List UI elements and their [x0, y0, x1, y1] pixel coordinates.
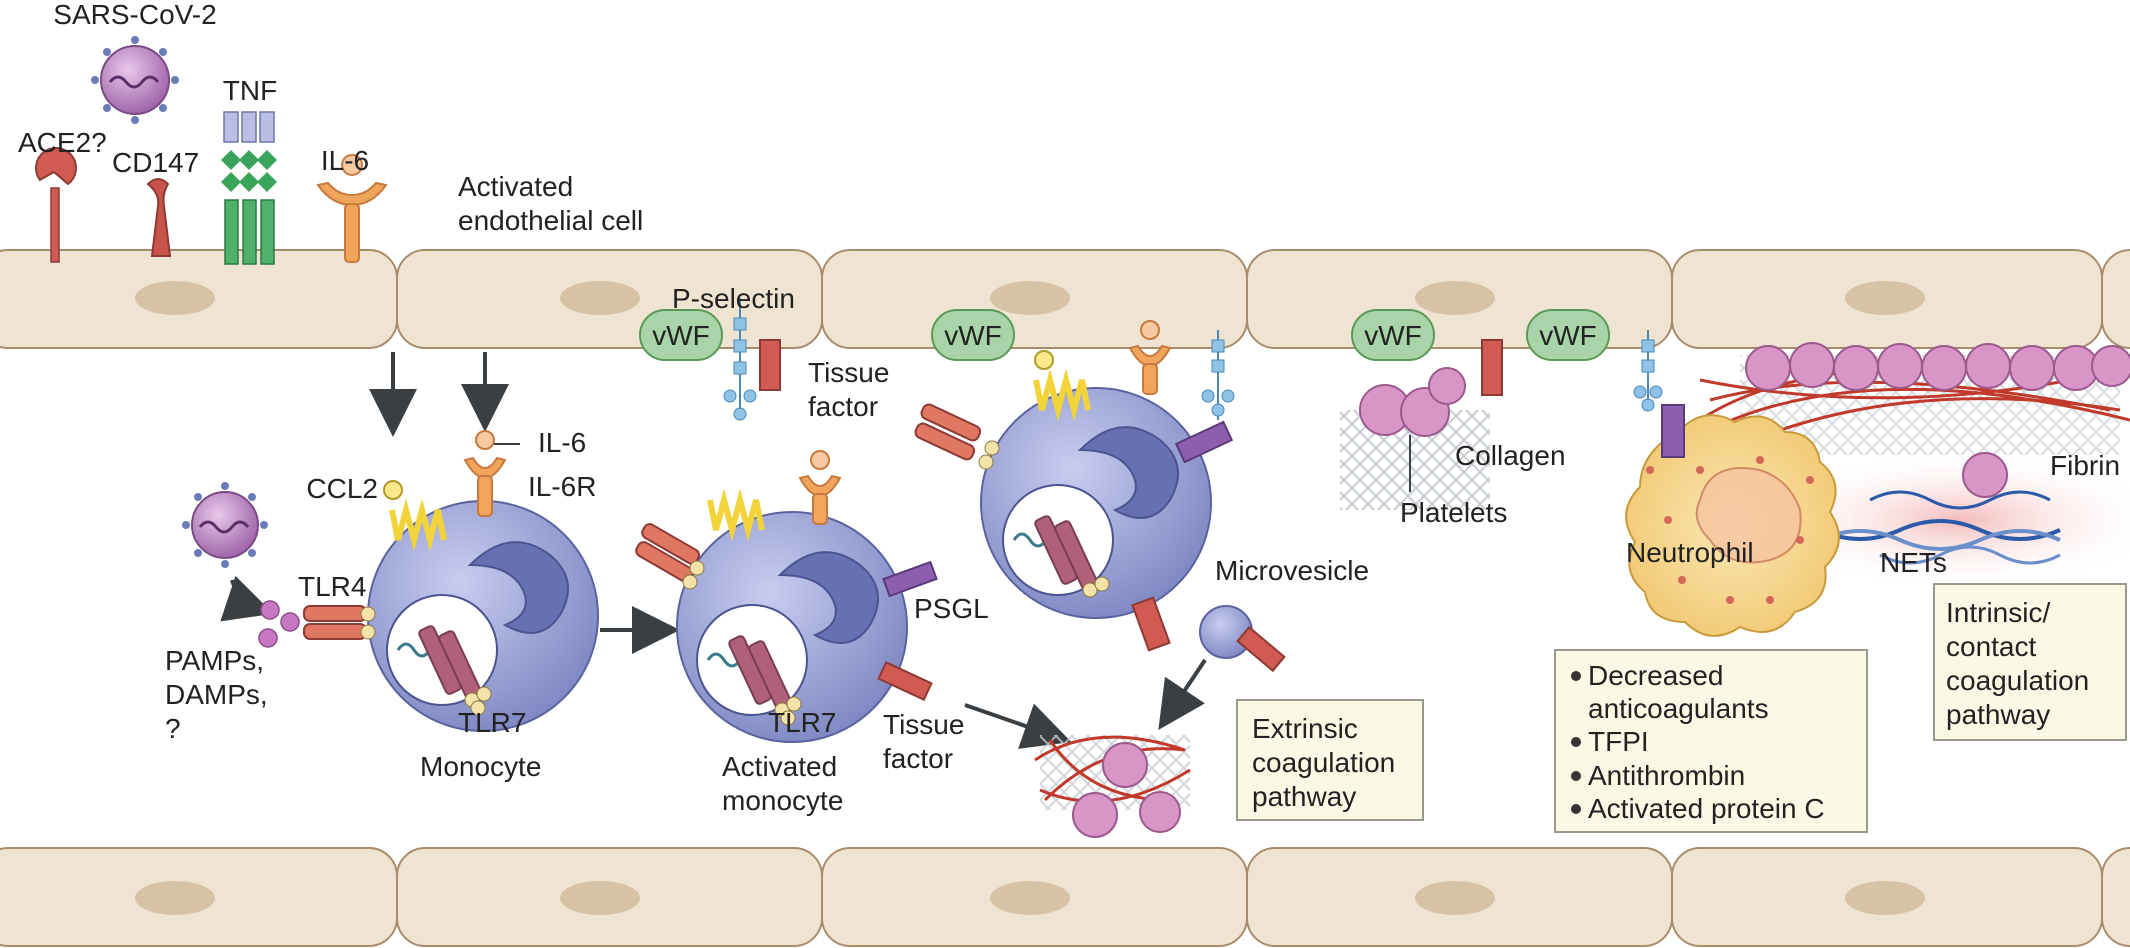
il6-receptor-icon — [316, 154, 388, 263]
vwf-label-3: vWF — [1364, 320, 1422, 351]
nets-label: NETs — [1880, 547, 1947, 578]
psgl-label: PSGL — [914, 593, 989, 624]
pamps-label-2: DAMPs, — [165, 679, 268, 710]
il6r-icon — [463, 430, 520, 517]
extrinsic-line-3: pathway — [1252, 781, 1356, 812]
virus-to-pamps-arrow — [220, 575, 274, 622]
anticoag-line-1: Decreased — [1588, 660, 1723, 691]
virus-icon-small — [182, 482, 268, 568]
microvesicle-label: Microvesicle — [1215, 555, 1369, 586]
tlr4-icon — [303, 605, 376, 640]
monocyte-cell — [367, 500, 599, 732]
endothelium-top — [0, 249, 2130, 349]
anticoag-line-3: TFPI — [1588, 726, 1649, 757]
tissue-factor-top-label-2: factor — [808, 391, 878, 422]
tlr7-label-1: TLR7 — [458, 707, 526, 738]
microvesicle-icon — [1199, 605, 1286, 673]
platelets-label: Platelets — [1400, 497, 1507, 528]
tissue-factor-bottom-label-2: factor — [883, 743, 953, 774]
tlr7-label-2: TLR7 — [768, 707, 836, 738]
anticoag-line-5: Activated protein C — [1588, 793, 1825, 824]
collagen-marker-icon — [1481, 339, 1503, 396]
extrinsic-line-1: Extrinsic — [1252, 713, 1358, 744]
activated-endothelial-label-1: Activated — [458, 171, 573, 202]
activated-monocyte-cell — [635, 450, 938, 743]
intrinsic-line-3: coagulation — [1946, 665, 2089, 696]
tlr4-label: TLR4 — [298, 571, 366, 602]
vwf-label-1: vWF — [652, 320, 710, 351]
extrinsic-pathway-box: Extrinsic coagulation pathway — [1236, 699, 1424, 821]
il6-top-label: IL-6 — [321, 145, 369, 176]
microvesicle-arrow — [1158, 658, 1207, 730]
fibrin-label: Fibrin — [2050, 450, 2120, 481]
clot-icon — [1034, 735, 1191, 838]
cd147-receptor-icon — [146, 178, 172, 257]
adherent-monocyte-cell — [914, 320, 1235, 652]
pamps-label-3: ? — [165, 713, 181, 744]
platelets-icon — [1359, 367, 1466, 437]
vwf-blob-3 — [1351, 309, 1435, 361]
vwf-blob-4 — [1526, 309, 1610, 361]
vwf-blob-1 — [639, 309, 723, 361]
tissue-factor-top-label-1: Tissue — [808, 357, 889, 388]
fibrin-platelets-icon — [1745, 342, 2130, 391]
activated-endothelial-label-2: endothelial cell — [458, 205, 643, 236]
tf-to-clot-arrow — [964, 703, 1072, 749]
intrinsic-line-4: pathway — [1946, 699, 2050, 730]
collagen-label: Collagen — [1455, 440, 1566, 471]
neutrophil-cell — [1625, 330, 1840, 637]
virus-label: SARS-CoV-2 — [53, 0, 216, 30]
activated-monocyte-label-2: monocyte — [722, 785, 843, 816]
extrinsic-line-2: coagulation — [1252, 747, 1395, 778]
vwf-label-2: vWF — [944, 320, 1002, 351]
vwf-label-4: vWF — [1539, 320, 1597, 351]
intrinsic-pathway-box: Intrinsic/ contact coagulation pathway — [1933, 583, 2127, 741]
tissue-factor-bottom-label-1: Tissue — [883, 709, 964, 740]
anticoag-line-2: anticoagulants — [1588, 693, 1769, 724]
cd147-label: CD147 — [112, 147, 199, 178]
virus-icon — [91, 36, 179, 124]
tissue-factor-icon-top — [759, 339, 781, 391]
pamps-icon — [258, 600, 300, 648]
endothelium-bottom — [0, 847, 2130, 947]
p-selectin-label: P-selectin — [672, 283, 795, 314]
il6r-label: IL-6R — [528, 471, 596, 502]
intrinsic-line-2: contact — [1946, 631, 2036, 662]
intrinsic-line-1: Intrinsic/ — [1946, 597, 2050, 628]
vwf-blob-2 — [931, 309, 1015, 361]
pamps-label-1: PAMPs, — [165, 645, 264, 676]
tnf-label: TNF — [223, 75, 277, 106]
ace2-label: ACE2? — [18, 127, 107, 158]
ace2-receptor-icon — [35, 147, 77, 263]
anticoagulants-box: Decreased anticoagulants TFPI Antithromb… — [1554, 649, 1868, 833]
il6-label: IL-6 — [538, 427, 586, 458]
anticoag-line-4: Antithrombin — [1588, 760, 1745, 791]
activated-monocyte-label-1: Activated — [722, 751, 837, 782]
neutrophil-label: Neutrophil — [1626, 537, 1754, 568]
p-selectin-icon — [723, 298, 757, 421]
tnf-receptor-icon — [221, 111, 277, 265]
ccl2-receptor-icon — [383, 480, 447, 552]
monocyte-label: Monocyte — [420, 751, 541, 782]
ccl2-label: CCL2 — [306, 473, 378, 504]
